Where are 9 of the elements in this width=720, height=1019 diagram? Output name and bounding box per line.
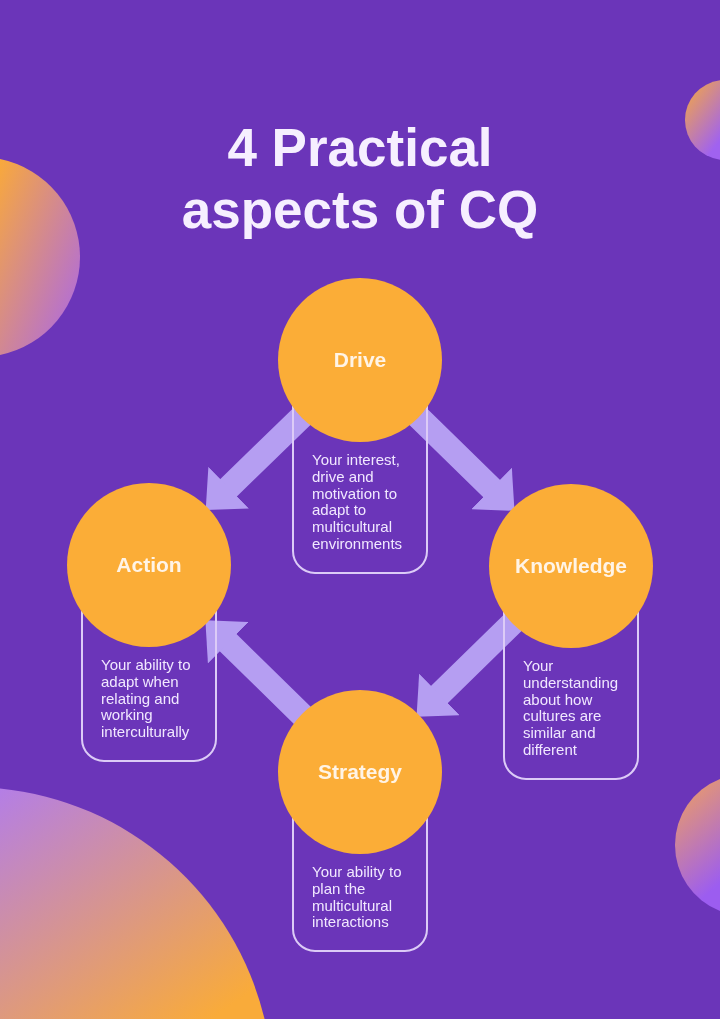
aspect-heading: Drive xyxy=(333,348,387,372)
aspect-heading: Action xyxy=(116,553,182,577)
title: 4 Practical aspects of CQ xyxy=(180,117,540,241)
aspect-heading: Knowledge xyxy=(515,554,627,578)
aspect-description: Your ability to plan the multicultural interactions xyxy=(312,864,403,932)
aspect-description: Your interest, drive and motivation to adapt to multicultural environments xyxy=(312,452,404,553)
aspect-heading: Strategy xyxy=(318,760,402,784)
aspect-description: Your ability to adapt when relating and working interculturally xyxy=(101,657,192,741)
aspect-description: Your understanding about how cultures are similar and different xyxy=(523,658,620,759)
